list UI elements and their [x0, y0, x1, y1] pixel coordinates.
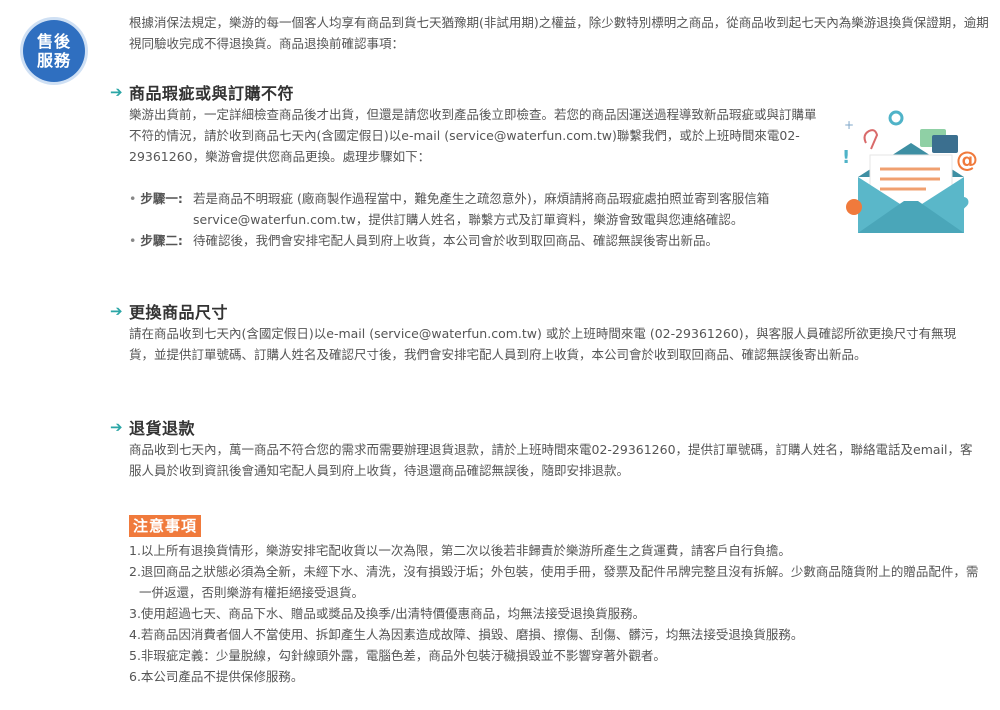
svg-text:?: ?	[954, 191, 970, 224]
step-1-text: 若是商品不明瑕疵 (廠商製作過程當中，難免產生之疏忽意外)，麻煩請將商品瑕疵處拍…	[193, 191, 770, 227]
step-1-label: 步驟一:	[140, 191, 183, 206]
intro-paragraph: 根據消保法規定，樂游的每一個客人均享有商品到貨七天猶豫期(非試用期)之權益，除少…	[129, 15, 989, 51]
notice-block: 注意事項 1.以上所有退換貨情形，樂游安排宅配收貨以一次為限，第二次以後若非歸責…	[129, 515, 984, 687]
step-2-label: 步驟二:	[140, 233, 183, 248]
section-title-refund: 退貨退款	[129, 419, 196, 438]
notice-item: 5.非瑕疵定義：少量脫線，勾針線頭外露，電腦色差，商品外包裝汙穢損毀並不影響穿著…	[129, 648, 666, 663]
notice-item: 3.使用超過七天、商品下水、贈品或獎品及換季/出清特價優惠商品，均無法接受退換貨…	[129, 606, 646, 621]
arrow-right-icon: ➔	[110, 302, 123, 320]
notice-title: 注意事項	[129, 515, 202, 537]
step-1: •步驟一: 若是商品不明瑕疵 (廠商製作過程當中，難免產生之疏忽意外)，麻煩請將…	[129, 188, 822, 230]
svg-text:+: +	[844, 118, 854, 132]
notice-item: 6.本公司產品不提供保修服務。	[129, 669, 304, 684]
section-title-defect: 商品瑕疵或與訂購不符	[129, 84, 295, 103]
section-defect: ➔ 商品瑕疵或與訂購不符 樂游出貨前，一定詳細檢查商品後才出貨，但還是請您收到產…	[110, 80, 822, 251]
section-body-defect: 樂游出貨前，一定詳細檢查商品後才出貨，但還是請您收到產品後立即檢查。若您的商品因…	[129, 107, 817, 164]
badge-line-1: 售後	[36, 32, 71, 51]
section-body-refund: 商品收到七天內，萬一商品不符合您的需求而需要辦理退貨退款，請於上班時間來電02-…	[129, 442, 973, 478]
bullet-icon: •	[129, 191, 137, 206]
svg-text:@: @	[956, 148, 978, 173]
section-body-size: 請在商品收到七天內(含國定假日)以e-mail (service@waterfu…	[129, 326, 957, 362]
section-title-size: 更換商品尺寸	[129, 303, 229, 322]
arrow-right-icon: ➔	[110, 83, 123, 101]
bullet-icon: •	[129, 233, 137, 248]
arrow-right-icon: ➔	[110, 418, 123, 436]
notice-list: 1.以上所有退換貨情形，樂游安排宅配收貨以一次為限，第二次以後若非歸責於樂游所產…	[129, 540, 984, 687]
section-size: ➔ 更換商品尺寸 請在商品收到七天內(含國定假日)以e-mail (servic…	[110, 299, 980, 365]
step-2: •步驟二: 待確認後，我們會安排宅配人員到府上收貨，本公司會於收到取回商品、確認…	[129, 230, 822, 251]
envelope-mail-illustration: + ! @ ?	[842, 110, 978, 233]
after-sales-service-badge: 售後 服務	[23, 20, 85, 82]
notice-item: 1.以上所有退換貨情形，樂游安排宅配收貨以一次為限，第二次以後若非歸責於樂游所產…	[129, 543, 791, 558]
svg-text:!: !	[842, 147, 850, 168]
notice-item: 2.退回商品之狀態必須為全新，未經下水、清洗，沒有損毀汙垢；外包裝，使用手冊，發…	[129, 564, 979, 600]
notice-item: 4.若商品因消費者個人不當使用、拆卸產生人為因素造成故障、損毀、磨損、擦傷、刮傷…	[129, 627, 804, 642]
step-2-text: 待確認後，我們會安排宅配人員到府上收貨，本公司會於收到取回商品、確認無誤後寄出新…	[193, 233, 719, 248]
section-refund: ➔ 退貨退款 商品收到七天內，萬一商品不符合您的需求而需要辦理退貨退款，請於上班…	[110, 415, 980, 481]
badge-line-2: 服務	[36, 51, 71, 70]
steps-list: •步驟一: 若是商品不明瑕疵 (廠商製作過程當中，難免產生之疏忽意外)，麻煩請將…	[129, 188, 822, 251]
